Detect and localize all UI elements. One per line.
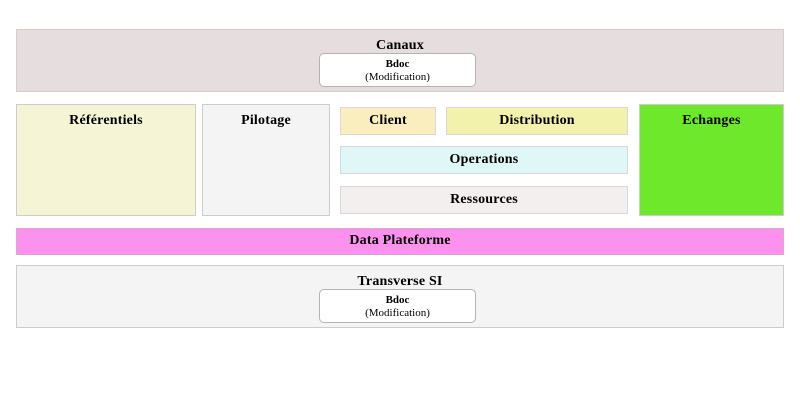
block-data-plateforme[interactable]: Data Plateforme [16,228,784,255]
block-data-plateforme-title: Data Plateforme [349,233,451,248]
block-client[interactable]: Client [340,107,436,135]
block-ressources[interactable]: Ressources [340,186,628,214]
block-echanges-title: Echanges [682,113,741,128]
block-echanges[interactable]: Echanges [639,104,784,216]
transverse-si-bdoc-name: Bdoc [385,294,410,306]
block-ressources-title: Ressources [450,192,518,207]
canaux-bdoc-modifier: (Modification) [365,71,430,83]
transverse-si-bdoc-modifier: (Modification) [365,307,430,319]
block-referentiels[interactable]: Référentiels [16,104,196,216]
block-referentiels-title: Référentiels [69,113,143,128]
block-operations[interactable]: Operations [340,146,628,174]
block-transverse-si-title: Transverse SI [357,274,443,289]
canaux-bdoc-name: Bdoc [385,58,410,70]
block-pilotage-title: Pilotage [241,113,291,128]
canaux-bdoc-card[interactable]: Bdoc (Modification) [319,53,476,87]
block-operations-title: Operations [449,152,519,167]
transverse-si-bdoc-card[interactable]: Bdoc (Modification) [319,289,476,323]
block-distribution[interactable]: Distribution [446,107,628,135]
block-pilotage[interactable]: Pilotage [202,104,330,216]
block-distribution-title: Distribution [499,113,575,128]
block-canaux-title: Canaux [376,38,424,53]
block-client-title: Client [369,113,407,128]
